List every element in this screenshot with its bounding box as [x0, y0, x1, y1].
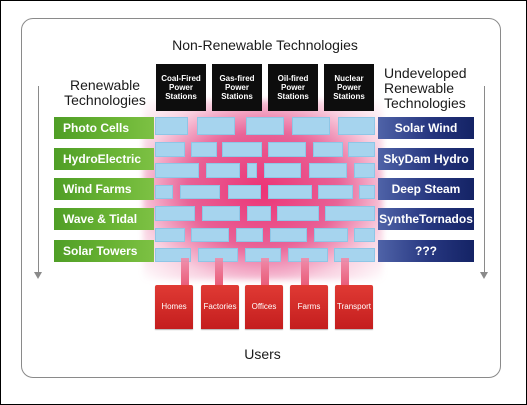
grid-cell [155, 185, 173, 199]
grid-cell [318, 185, 353, 199]
right-arrow-head [480, 272, 488, 279]
grid-cell [155, 206, 195, 221]
grid-cell [268, 142, 306, 157]
grid-cell [314, 228, 348, 242]
left-arrow-head [34, 272, 42, 279]
renewable-wave-tidal: Wave & Tidal [54, 208, 154, 230]
grid-cell [268, 185, 312, 199]
undeveloped-synthetornados: SyntheTornados [378, 208, 474, 230]
undeveloped-deep-steam: Deep Steam [378, 178, 474, 200]
non-renewable-heading: Non-Renewable Technologies [172, 37, 358, 53]
feeder-transport [341, 258, 349, 288]
user-offices: Offices [245, 285, 283, 329]
undeveloped-solar-wind: Solar Wind [378, 117, 474, 139]
grid-cell [206, 163, 240, 178]
grid-cell [197, 117, 235, 135]
grid-cell [228, 185, 261, 199]
grid-cell [155, 163, 199, 178]
right-arrow-line [484, 86, 485, 272]
feeder-factories [215, 258, 223, 288]
renewable-hydroelectric: HydroElectric [54, 148, 154, 170]
grid-cell [359, 185, 375, 199]
grid-cell [309, 163, 347, 178]
grid-cell [222, 142, 262, 157]
grid-cell [264, 163, 301, 178]
grid-cell [180, 185, 220, 199]
user-homes: Homes [155, 285, 193, 329]
grid-cell [292, 117, 330, 135]
station-nuclear: Nuclear Power Stations [324, 64, 374, 111]
renewable-heading: Renewable Technologies [64, 77, 146, 108]
user-transport: Transport [335, 285, 373, 329]
grid-cell [325, 206, 375, 221]
undeveloped-skydam-hydro: SkyDam Hydro [378, 148, 474, 170]
grid-cell [348, 142, 375, 157]
grid-cell [202, 206, 240, 221]
grid-cell [277, 206, 319, 221]
renewable-wind-farms: Wind Farms [54, 178, 154, 200]
station-oil: Oil-fired Power Stations [268, 64, 318, 111]
grid-cell [236, 228, 263, 242]
grid-cell [191, 228, 229, 242]
grid-cell [270, 228, 307, 242]
grid-cell [354, 228, 375, 242]
grid-cell [155, 117, 188, 135]
grid-cell [313, 142, 343, 157]
station-coal: Coal-Fired Power Stations [156, 64, 206, 111]
feeder-homes [181, 258, 189, 288]
renewable-solar-towers: Solar Towers [54, 240, 154, 262]
feeder-farms [301, 258, 309, 288]
grid-cell [155, 228, 185, 242]
grid-cell [246, 117, 284, 135]
station-gas: Gas-fired Power Stations [212, 64, 262, 111]
grid-cell [354, 163, 375, 178]
user-factories: Factories [201, 285, 239, 329]
grid-cell [155, 142, 185, 157]
grid-cell [191, 142, 217, 157]
feeder-offices [261, 258, 269, 288]
undeveloped-heading: Undeveloped Renewable Technologies [384, 65, 467, 111]
grid-cell [338, 117, 375, 135]
renewable-photo-cells: Photo Cells [54, 117, 154, 139]
left-arrow-line [38, 86, 39, 272]
grid-cell [247, 206, 271, 221]
grid-cell [247, 163, 257, 178]
undeveloped-unknown: ??? [378, 240, 474, 262]
users-heading: Users [244, 346, 281, 362]
user-farms: Farms [290, 285, 328, 329]
